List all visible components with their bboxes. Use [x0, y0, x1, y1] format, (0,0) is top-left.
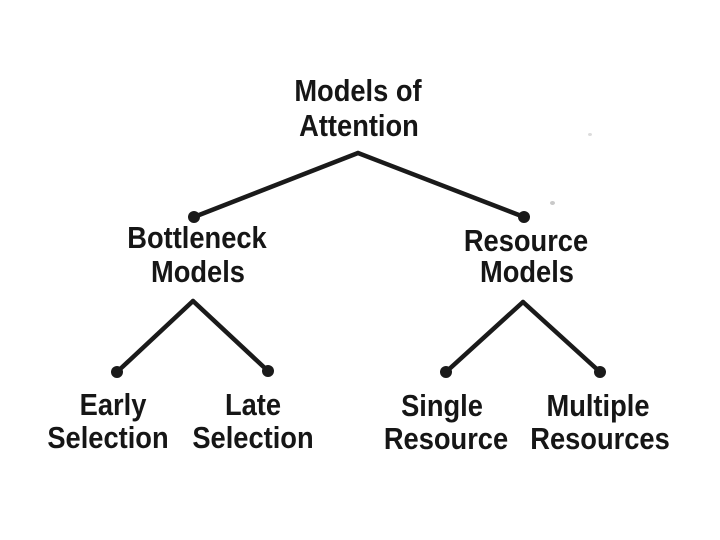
edge-line-resource-models-to-multiple-resources: [520, 299, 603, 375]
node-label-early-selection-line1: Early: [79, 387, 147, 422]
node-label-multiple-resources-line2: Resources: [530, 421, 670, 456]
node-label-bottleneck-models-line2: Models: [151, 254, 245, 289]
node-dot-early-selection: [111, 366, 123, 378]
node-label-root-line1: Models of: [294, 73, 422, 108]
node-label-bottleneck-models-line1: Bottleneck: [127, 220, 267, 255]
edge-line-root-to-resource-models: [355, 150, 527, 220]
edge-line-bottleneck-models-to-late-selection: [190, 298, 271, 374]
node-dot-resource-models: [518, 211, 530, 223]
node-label-early-selection-line2: Selection: [47, 420, 169, 455]
node-dot-single-resource: [440, 366, 452, 378]
node-label-late-selection-line1: Late: [224, 387, 282, 422]
scan-speck-1: [550, 201, 555, 205]
edge-line-resource-models-to-single-resource: [443, 299, 526, 375]
node-dot-late-selection: [262, 365, 274, 377]
node-label-resource-models-line1: Resource: [463, 223, 589, 258]
edge-line-bottleneck-models-to-early-selection: [114, 298, 196, 375]
node-label-single-resource-line1: Single: [401, 388, 483, 423]
node-dot-multiple-resources: [594, 366, 606, 378]
node-label-late-selection-line2: Selection: [192, 420, 314, 455]
node-label-single-resource-line2: Resource: [383, 421, 509, 456]
node-label-resource-models-line2: Models: [480, 254, 574, 289]
node-dot-bottleneck-models: [188, 211, 200, 223]
node-label-multiple-resources-line1: Multiple: [546, 388, 650, 423]
scan-speck-2: [588, 133, 592, 136]
edge-line-root-to-bottleneck-models: [191, 150, 361, 220]
node-label-root-line2: Attention: [299, 108, 419, 143]
